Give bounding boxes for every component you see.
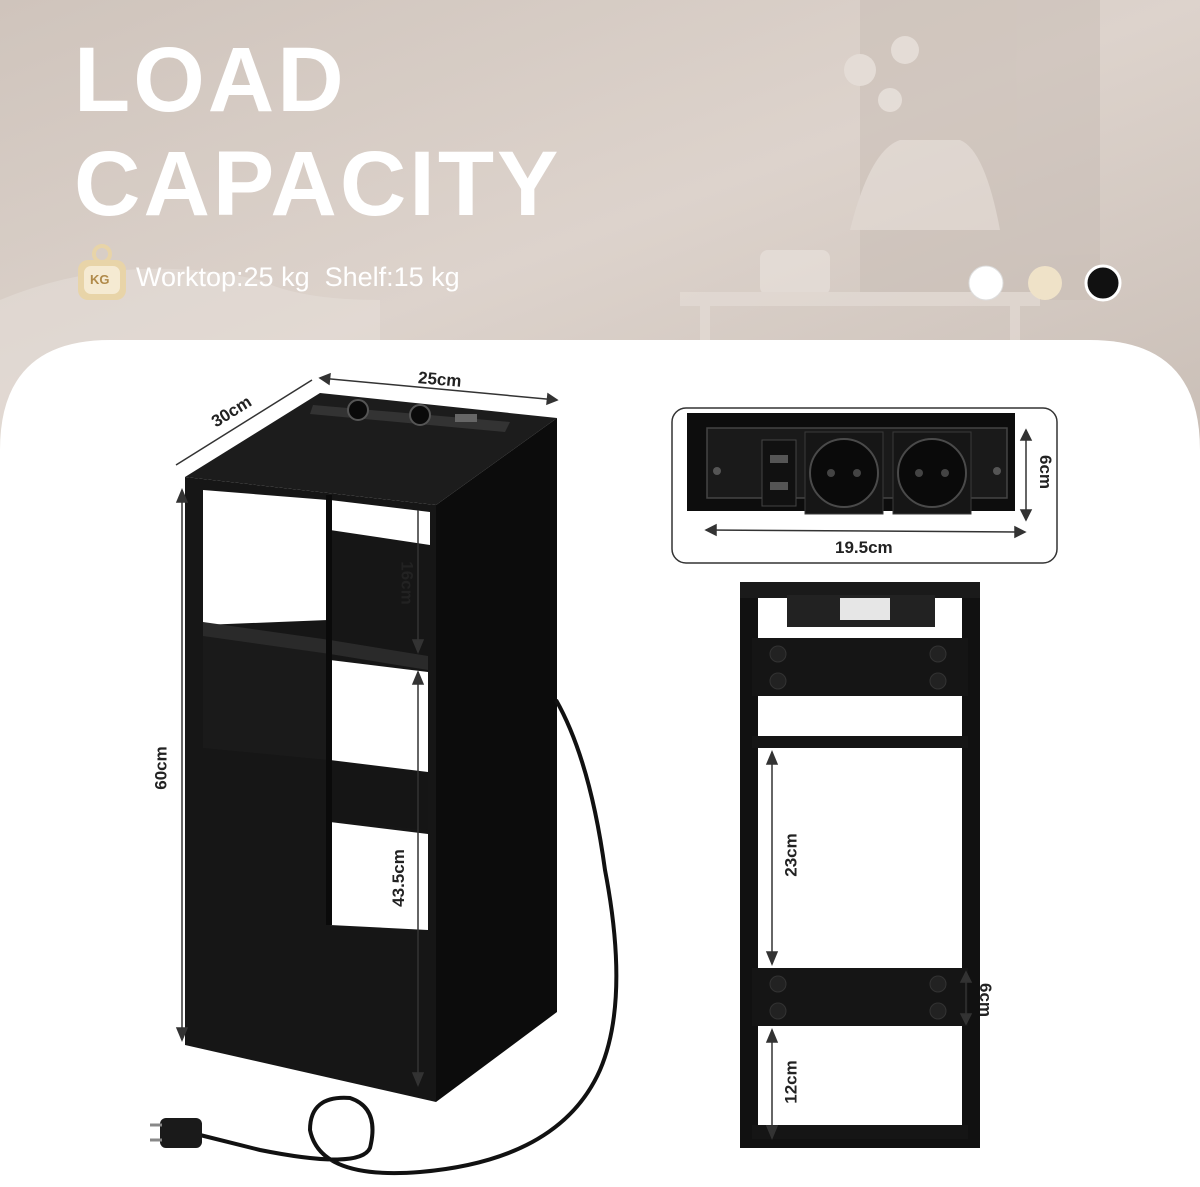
- dim-width-label: 25cm: [417, 368, 463, 391]
- dim-back-compartment-label: 23cm: [781, 833, 801, 877]
- cabinet-right-side: [436, 418, 557, 1102]
- cabinet-front-view: [185, 393, 557, 1102]
- dim-back-bottom-label: 12cm: [781, 1060, 801, 1104]
- dim-lower-compartment-label: 43.5cm: [388, 849, 408, 907]
- dimension-lines: [175, 372, 559, 1087]
- weight-icon-label: KG: [90, 272, 110, 287]
- dim-height-label: 60cm: [151, 746, 171, 790]
- dim-back-panel-label: 6cm: [976, 982, 996, 1018]
- color-option-black[interactable]: [1084, 264, 1122, 302]
- dim-top-compartment-label: 16cm: [397, 561, 417, 605]
- page-title-line1: LOAD: [74, 29, 347, 131]
- cabinet-back-view: [740, 582, 980, 1148]
- power-cable: [199, 699, 619, 1176]
- socket-detail: [671, 407, 1058, 564]
- color-option-white[interactable]: [968, 265, 1004, 301]
- weight-icon: [78, 244, 126, 300]
- capacity-text: Worktop:25 kg Shelf:15 kg: [136, 262, 460, 292]
- dim-socket-width-label: 19.5cm: [835, 538, 893, 557]
- dim-socket-height-label: 6cm: [1036, 454, 1056, 490]
- color-option-beige[interactable]: [1028, 266, 1062, 300]
- page-title-line2: CAPACITY: [74, 133, 562, 235]
- power-plug-icon: [150, 1118, 202, 1148]
